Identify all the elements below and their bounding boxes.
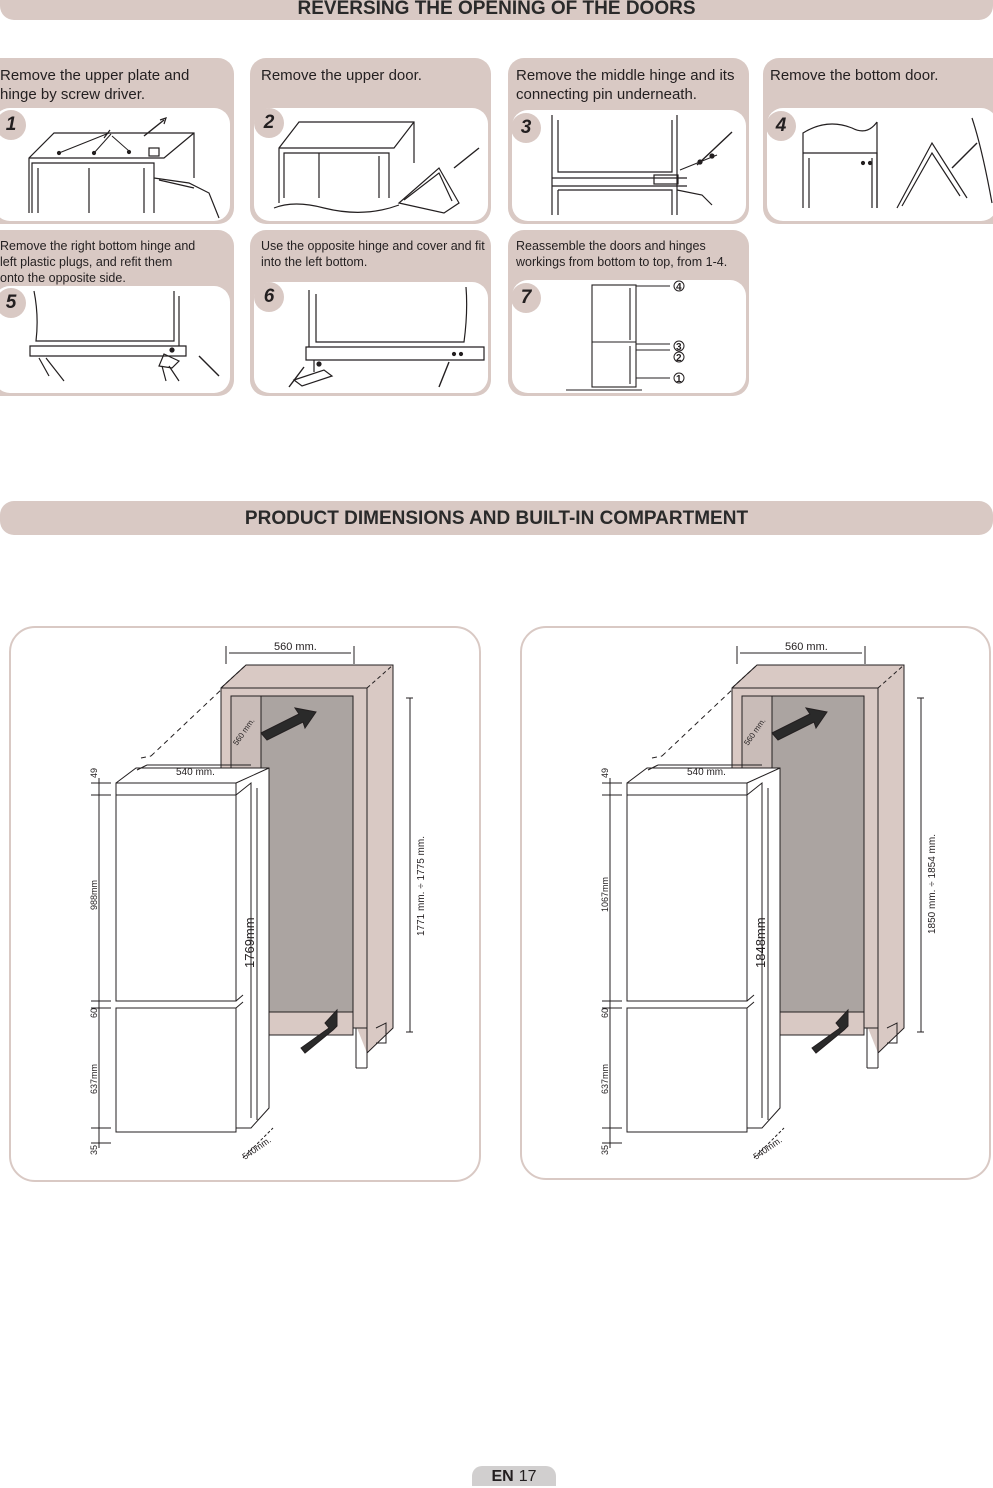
- niche-height-label: 1850 mm. ÷ 1854 mm.: [927, 834, 938, 934]
- step-7-marker-1: 1: [676, 374, 682, 385]
- step-3-number: 3: [511, 113, 541, 143]
- step-3-panel: Remove the middle hinge and its connecti…: [508, 58, 749, 224]
- dimension-diagram-2: 560 mm. 560 mm. 540 mm. 1850 mm. ÷ 1854 …: [520, 626, 991, 1180]
- step-4-illustration: [802, 117, 993, 209]
- step-7-panel: Reassemble the doors and hinges workings…: [508, 230, 749, 396]
- niche-height-label: 1771 mm. ÷ 1775 mm.: [416, 836, 427, 936]
- appliance-width-label: 540 mm.: [176, 767, 215, 778]
- step-7-text: Reassemble the doors and hinges workings…: [516, 239, 728, 269]
- dimension-diagram-1: 560 mm. 560 mm. 540 mm. 1771 mm. ÷ 1775 …: [9, 626, 481, 1182]
- step-1-number: 1: [0, 110, 26, 140]
- step-5-panel: Remove the right bottom hinge and left p…: [0, 230, 234, 396]
- page-number: 17: [518, 1468, 537, 1485]
- step-2-illustration: [273, 121, 480, 214]
- appliance-width-label: 540 mm.: [687, 767, 726, 778]
- step-6-panel: Use the opposite hinge and cover and fit…: [250, 230, 491, 396]
- section-title-product-dimensions: PRODUCT DIMENSIONS AND BUILT-IN COMPARTM…: [0, 501, 993, 535]
- step-1-text: Remove the upper plate and hinge by scre…: [0, 67, 190, 103]
- step-5-number: 5: [0, 288, 26, 318]
- appliance-depth-label: 540mm.: [751, 1135, 783, 1162]
- lower-door-label: 637mm: [600, 1064, 610, 1094]
- bottom-gap-label: 35: [600, 1145, 610, 1155]
- step-4-text: Remove the bottom door.: [770, 67, 939, 84]
- step-7-illustration: 4 3 2 1: [566, 280, 685, 391]
- step-2-text: Remove the upper door.: [261, 67, 422, 84]
- step-6-number: 6: [254, 282, 284, 312]
- top-gap-label: 49: [89, 768, 99, 778]
- step-4-number: 4: [766, 111, 796, 141]
- step-2-number: 2: [254, 108, 284, 138]
- step-1-panel: Remove the upper plate and hinge by scre…: [0, 58, 234, 224]
- language-code: EN: [491, 1468, 514, 1485]
- step-2-panel: Remove the upper door. 2: [250, 58, 491, 224]
- niche-width-label: 560 mm.: [274, 641, 317, 653]
- step-1-illustration: [28, 117, 220, 219]
- appliance-height-label: 1848mm: [753, 917, 768, 968]
- step-4-panel: Remove the bottom door. 4: [763, 58, 993, 224]
- lower-door-label: 637mm: [89, 1064, 99, 1094]
- upper-door-label: 988mm: [89, 880, 99, 910]
- niche-width-label: 560 mm.: [785, 641, 828, 653]
- step-6-illustration: [288, 286, 485, 388]
- step-6-text: Use the opposite hinge and cover and fit…: [261, 239, 485, 269]
- step-7-marker-2: 2: [676, 353, 682, 364]
- step-5-text: Remove the right bottom hinge and left p…: [0, 239, 196, 285]
- section-title-reversing-doors: REVERSING THE OPENING OF THE DOORS: [0, 0, 993, 20]
- step-3-text: Remove the middle hinge and its connecti…: [516, 67, 735, 103]
- step-3-illustration: [551, 115, 733, 215]
- bottom-gap-label: 35: [89, 1145, 99, 1155]
- step-7-number: 7: [511, 283, 541, 313]
- middle-gap-label: 60: [89, 1008, 99, 1018]
- step-7-marker-3: 3: [676, 342, 682, 353]
- step-5-illustration: [29, 290, 220, 382]
- step-7-marker-4: 4: [676, 282, 682, 293]
- top-gap-label: 49: [600, 768, 610, 778]
- appliance-height-label: 1769mm: [242, 917, 257, 968]
- middle-gap-label: 60: [600, 1008, 610, 1018]
- appliance-depth-label: 540mm.: [240, 1135, 272, 1162]
- upper-door-label: 1067mm: [600, 877, 610, 912]
